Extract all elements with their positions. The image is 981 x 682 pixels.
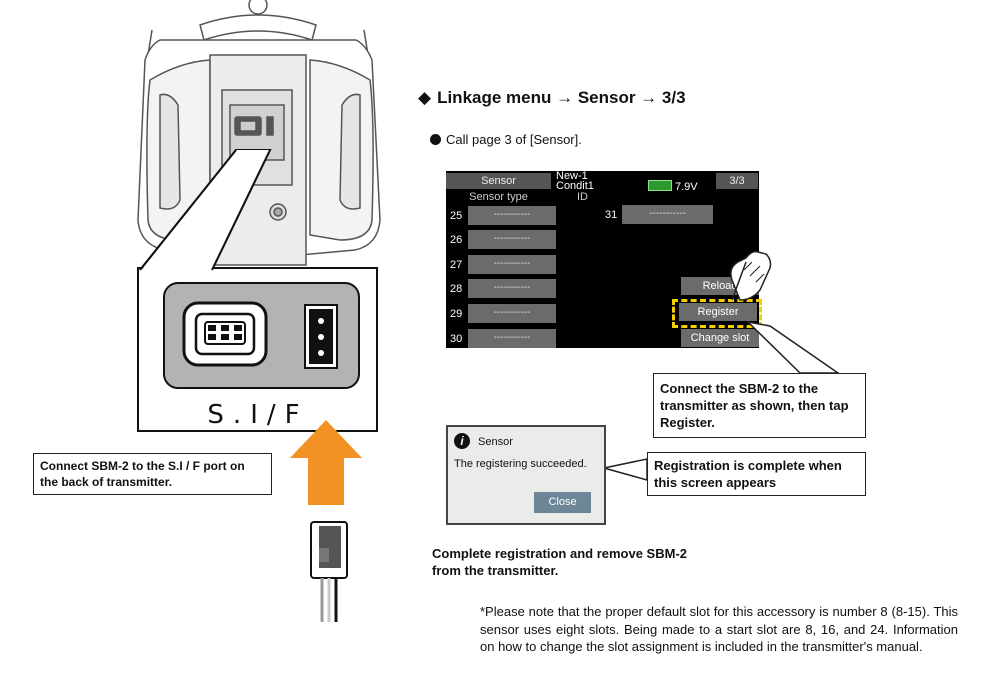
instruction-text: Call page 3 of [Sensor]. — [446, 132, 582, 147]
transmitter-illustration: S.I/F — [137, 0, 381, 622]
battery-icon — [648, 180, 672, 191]
close-button[interactable]: Close — [534, 492, 591, 513]
page-title: ◆ Linkage menu → Sensor → 3/3 — [418, 88, 686, 108]
diamond-marker: ◆ — [418, 88, 432, 107]
callout-registration-complete: Registration is complete when this scree… — [647, 452, 866, 496]
sensor-screen: Sensor Sensor type New-1 Condit1 ID 7.9V… — [446, 170, 762, 348]
connector-icon — [182, 301, 268, 367]
model-name: New-1 — [556, 170, 588, 182]
column-sensor-type: Sensor type — [446, 191, 551, 204]
dialog-message: The registering succeeded. — [454, 458, 587, 470]
slot-value[interactable]: ----------- — [468, 279, 556, 298]
slot-number: 31 — [605, 209, 618, 221]
arrow-up-icon — [290, 420, 362, 505]
footnote: *Please note that the proper default slo… — [480, 604, 958, 654]
battery-voltage: 7.9V — [675, 181, 698, 193]
complete-instruction: Complete registration and remove SBM-2 f… — [432, 546, 687, 578]
slot-number: 29 — [450, 308, 463, 320]
info-icon: i — [454, 433, 470, 449]
bullet-icon — [430, 134, 441, 145]
slot-value[interactable]: ----------- — [468, 304, 556, 323]
battery-indicator: 7.9V — [648, 180, 698, 193]
success-dialog: i Sensor The registering succeeded. Clos… — [446, 425, 606, 525]
condition-name: Condit1 — [556, 180, 594, 192]
port-label: S.I/F — [207, 400, 308, 430]
hand-pointer-icon — [730, 250, 772, 301]
dialog-title: Sensor — [478, 436, 513, 448]
slot-number: 25 — [450, 210, 463, 222]
slot-value[interactable]: ----------- — [468, 230, 556, 249]
slot-value[interactable]: ----------- — [468, 255, 556, 274]
port-panel — [163, 282, 360, 389]
cable-plug-icon — [310, 521, 348, 622]
register-highlight — [672, 299, 762, 328]
change-slot-button[interactable]: Change slot — [681, 329, 759, 347]
slot-number: 26 — [450, 234, 463, 246]
register-button[interactable]: Register — [679, 303, 757, 321]
slot-value[interactable]: ----------- — [468, 329, 556, 348]
slot-number: 28 — [450, 283, 463, 295]
heading-text: Linkage menu → Sensor → 3/3 — [437, 88, 686, 107]
callout-tap-register: Connect the SBM-2 to the transmitter as … — [653, 373, 866, 438]
slot-value[interactable]: ----------- — [468, 206, 556, 225]
slot-number: 27 — [450, 259, 463, 271]
page-indicator[interactable]: 3/3 — [716, 173, 758, 189]
slot-number: 30 — [450, 333, 463, 345]
instruction: Call page 3 of [Sensor]. — [430, 132, 582, 147]
callout-connect-port: Connect SBM-2 to the S.I / F port on the… — [33, 453, 272, 495]
column-id: ID — [577, 191, 588, 203]
slot-value[interactable]: ----------- — [622, 205, 713, 224]
tab-sensor[interactable]: Sensor — [446, 173, 551, 189]
